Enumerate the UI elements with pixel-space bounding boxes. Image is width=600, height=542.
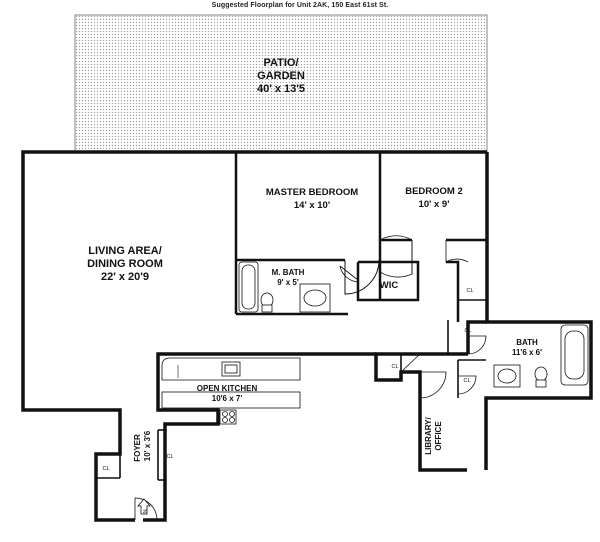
living-dims: 22' x 20'9 bbox=[101, 271, 149, 283]
living-label-1: LIVING AREA/ bbox=[88, 245, 162, 257]
patio-label-2: GARDEN bbox=[257, 70, 305, 82]
labels: PATIO/ GARDEN 40' x 13'5 LIVING AREA/ DI… bbox=[87, 57, 542, 515]
closet-label: CL bbox=[166, 454, 173, 460]
closet-label: CL bbox=[102, 466, 109, 472]
closet-label: CL bbox=[466, 288, 473, 294]
foyer-dims: 10' x 3'6 bbox=[143, 430, 152, 461]
patio-label-1: PATIO/ bbox=[263, 57, 298, 69]
mbath-dims: 9' x 5' bbox=[277, 278, 299, 287]
patio-area bbox=[74, 14, 488, 153]
patio-dims: 40' x 13'5 bbox=[257, 83, 305, 95]
plan-caption: Suggested Floorplan for Unit 2AK, 150 Ea… bbox=[211, 2, 389, 9]
living-label-2: DINING ROOM bbox=[87, 258, 163, 270]
master-dims: 14' x 10' bbox=[294, 200, 330, 211]
closet-label: CL bbox=[464, 328, 471, 334]
library-label-2: OFFICE bbox=[434, 421, 443, 451]
entry-label: IN bbox=[143, 509, 149, 515]
wic-label: WIC bbox=[380, 280, 399, 291]
mbath-label: M. BATH bbox=[272, 268, 305, 277]
entry-arrow-icon bbox=[137, 498, 151, 515]
kitchen-label: OPEN KITCHEN bbox=[197, 384, 258, 393]
kitchen-dims: 10'6 x 7' bbox=[212, 394, 243, 403]
kitchen-fixtures bbox=[161, 357, 301, 425]
bath-fixtures bbox=[493, 324, 589, 388]
master-label: MASTER BEDROOM bbox=[266, 187, 358, 198]
bath-dims: 11'6 x 6' bbox=[512, 348, 542, 357]
bath-label: BATH bbox=[516, 338, 538, 347]
bedroom2-dims: 10' x 9' bbox=[419, 199, 450, 210]
library-label-1: LIBRARY/ bbox=[424, 416, 433, 454]
closet-label: CL bbox=[391, 364, 398, 370]
exterior-walls bbox=[21, 150, 593, 522]
closet-label: CL bbox=[463, 378, 470, 384]
foyer-label: FOYER bbox=[133, 434, 142, 462]
bedroom2-label: BEDROOM 2 bbox=[405, 186, 463, 197]
master-bath-fixtures bbox=[238, 261, 331, 313]
